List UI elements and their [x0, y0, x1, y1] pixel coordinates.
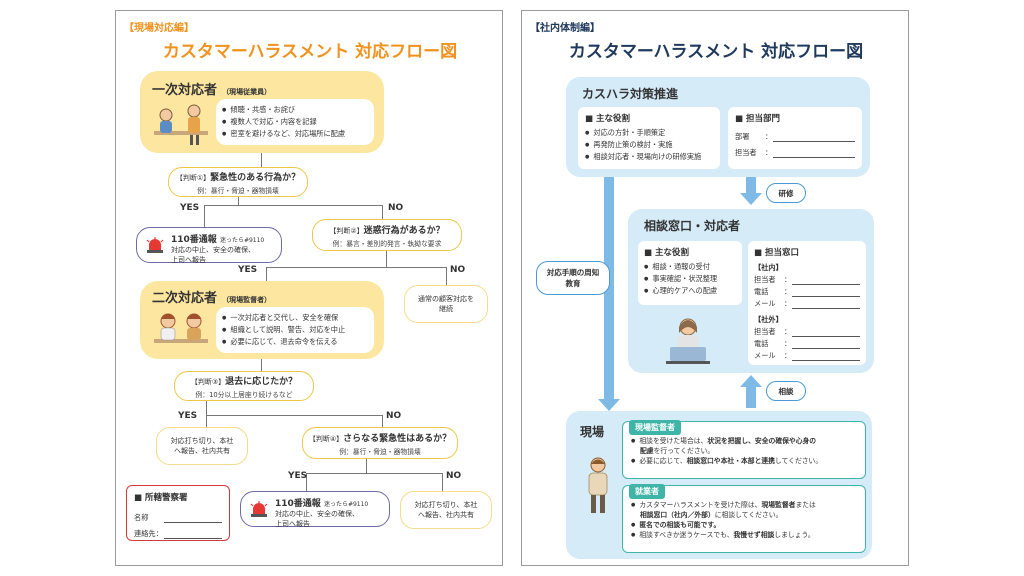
primary-duty: 傾聴・共感・お詫び [222, 104, 368, 116]
worker-illustration-icon [588, 457, 608, 513]
promotion-role: 対応の方針・手順策定 [585, 127, 713, 139]
terminate-report-box: 対応打ち切り、本社へ報告、社内共有 [400, 491, 492, 529]
desk-role: 心理的ケアへの配慮 [644, 285, 736, 297]
decision-4: 【判断④】さらなる緊急性はあるか？ 例：暴行・脅迫・器物損壊 [302, 427, 458, 459]
left-tag: 【現場対応編】 [124, 23, 194, 34]
right-page-internal-system: 【社内体制編】 カスタマーハラスメント 対応フロー図 カスハラ対策推進 主な役割… [521, 10, 909, 566]
yes-label: YES [178, 411, 198, 421]
promotion-title: カスハラ対策推進 [582, 87, 679, 101]
left-title: カスタマーハラスメント 対応フロー図 [162, 42, 458, 62]
police-station-box: 所轄警察署 名称 連絡先： [126, 485, 230, 541]
emergency-call-1: 110番通報 迷ったら#9110 対応の中止、安全の確保、 上司へ報告 [136, 227, 282, 264]
employee-guidance-box: 就業者 カスタマーハラスメントを受けた際は、現場監督者または相談窓口（社内／外部… [622, 484, 866, 553]
right-tag: 【社内体制編】 [530, 23, 600, 34]
siren-icon [250, 501, 268, 517]
no-label: NO [446, 471, 462, 481]
decision-2: 【判断②】迷惑行為があるか？ 例：暴言・差別的発言・執拗な要求 [312, 219, 462, 251]
arrow-down-icon [598, 399, 620, 411]
primary-duty: 密室を避けるなど、対応場所に配慮 [222, 128, 368, 140]
normal-response-box: 通常の顧客対応を継続 [404, 285, 488, 323]
promotion-role: 再発防止策の検討・実施 [585, 139, 713, 151]
external-person-field[interactable] [792, 329, 860, 337]
siren-icon [146, 237, 164, 253]
yes-label: YES [238, 265, 258, 275]
consult-label: 相談 [766, 381, 806, 401]
promotion-role: 相談対応者・現場向けの研修実施 [585, 151, 713, 163]
secondary-title: 二次対応者 [152, 291, 218, 306]
external-phone-field[interactable] [792, 341, 860, 349]
desk-title: 相談窓口・対応者 [644, 219, 741, 233]
secondary-duty: 必要に応じて、退去命令を伝える [222, 336, 368, 348]
internal-phone-field[interactable] [792, 289, 860, 297]
no-label: NO [388, 203, 404, 213]
dept-field[interactable] [773, 134, 855, 142]
police-contact-field[interactable] [164, 531, 222, 539]
primary-title: 一次対応者 [152, 83, 218, 98]
police-name-field[interactable] [164, 515, 222, 523]
notice-education-label: 対応手順の周知 教育 [536, 261, 610, 295]
primary-responder-box: 一次対応者 （現場従業員） 傾聴・共感・お詫び 複数人で対応・内容を記録 密室を… [140, 71, 384, 153]
supervisor-guidance-box: 現場監督者 相談を受けた場合は、状況を把握し、安全の確保や心身の配慮を行ってくだ… [622, 420, 866, 479]
emergency-call-2: 110番通報 迷ったら#9110 対応の中止、安全の確保、 上司へ報告 [240, 491, 390, 528]
right-title: カスタマーハラスメント 対応フロー図 [568, 42, 864, 62]
training-label: 研修 [766, 183, 806, 203]
decision-3: 【判断③】退去に応じたか？ 例：10分以上居座り続けるなど [174, 371, 314, 401]
left-page-field-response: 【現場対応編】 カスタマーハラスメント 対応フロー図 一次対応者 （現場従業員）… [115, 10, 503, 566]
operator-illustration-icon [666, 318, 710, 364]
no-label: NO [450, 265, 466, 275]
no-label: NO [386, 411, 402, 421]
consultation-desk-box: 相談窓口・対応者 主な役割 相談・通報の受付 事実確認・状況整理 心理的ケアへの… [628, 209, 874, 373]
primary-duties: 傾聴・共感・お詫び 複数人で対応・内容を記録 密室を避けるなど、対応場所に配慮 [222, 104, 368, 140]
yes-label: YES [288, 471, 308, 481]
primary-subtitle: （現場従業員） [222, 88, 272, 96]
secondary-responder-box: 二次対応者 （現場監督者） 一次対応者と交代し、安全を確保 組織として説明、警告… [140, 281, 384, 359]
decision-1: 【判断①】緊急性のある行為か？ 例：暴行・脅迫・器物損壊 [168, 167, 308, 197]
external-mail-field[interactable] [792, 353, 860, 361]
site-box: 現場 現場監督者 相談を受けた場合は、状況を把握し、安全の確保や心身の配慮を行っ… [566, 411, 872, 559]
supervisor-illustration-icon [154, 313, 208, 343]
staff-illustration-icon [154, 104, 208, 145]
desk-role: 相談・通報の受付 [644, 261, 736, 273]
arrow-up-icon [740, 375, 762, 387]
secondary-duties: 一次対応者と交代し、安全を確保 組織として説明、警告、対応を中止 必要に応じて、… [222, 312, 368, 348]
site-title: 現場 [580, 425, 605, 439]
internal-person-field[interactable] [792, 277, 860, 285]
secondary-duty: 組織として説明、警告、対応を中止 [222, 324, 368, 336]
harassment-promotion-box: カスハラ対策推進 主な役割 対応の方針・手順策定 再発防止策の検討・実施 相談対… [566, 77, 870, 177]
primary-duty: 複数人で対応・内容を記録 [222, 116, 368, 128]
dept-person-field[interactable] [773, 150, 855, 158]
secondary-subtitle: （現場監督者） [222, 296, 272, 304]
desk-role: 事実確認・状況整理 [644, 273, 736, 285]
terminate-report-box: 対応打ち切り、本社へ報告、社内共有 [156, 427, 248, 465]
secondary-duty: 一次対応者と交代し、安全を確保 [222, 312, 368, 324]
arrow-down-icon [740, 193, 762, 205]
internal-mail-field[interactable] [792, 301, 860, 309]
yes-label: YES [180, 203, 200, 213]
